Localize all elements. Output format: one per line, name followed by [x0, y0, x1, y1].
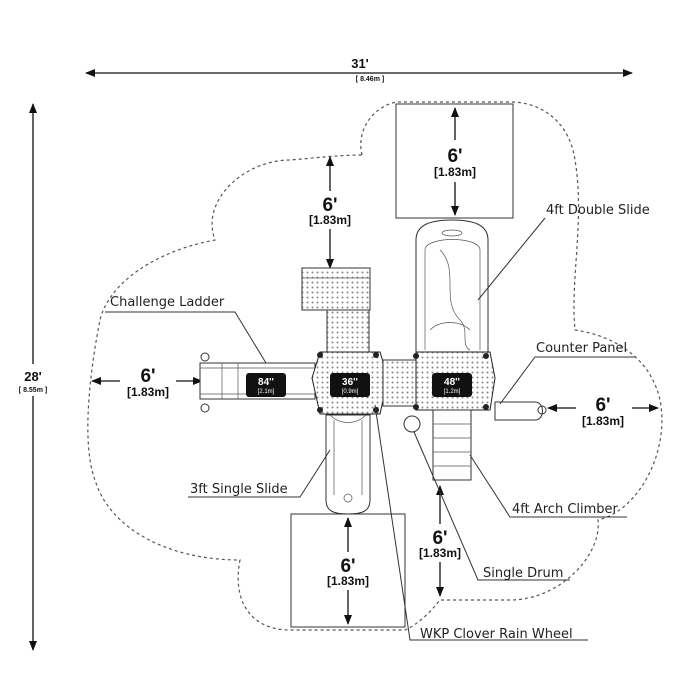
leader-rain-wheel	[374, 404, 588, 641]
svg-text:48'': 48''	[444, 377, 460, 388]
overall-depth-ft: 28'	[24, 369, 42, 384]
deck-badge-36: 36'' [0.9m]	[330, 373, 370, 397]
label-rain-wheel: WKP Clover Rain Wheel	[420, 627, 573, 642]
deck-badge-84: 84'' [2.1m]	[246, 373, 286, 397]
leader-arch-climber	[469, 454, 627, 518]
bottom-zone-m: [1.83m]	[327, 574, 369, 588]
label-single-slide: 3ft Single Slide	[190, 482, 288, 497]
challenge-ladder-structure	[301, 267, 371, 356]
label-counter-panel: Counter Panel	[536, 341, 627, 356]
svg-text:36'': 36''	[342, 377, 358, 388]
top-clearance-ft: 6'	[322, 195, 337, 216]
leader-counter-panel	[499, 356, 635, 405]
double-slide	[415, 219, 489, 356]
right-clearance-ft: 6'	[595, 395, 610, 416]
arch-climber	[432, 409, 472, 481]
svg-text:[0.9m]: [0.9m]	[342, 389, 359, 395]
counter-panel	[494, 401, 547, 421]
svg-text:[2.1m]: [2.1m]	[258, 389, 275, 395]
leader-single-slide	[188, 449, 331, 498]
top-clearance-m: [1.83m]	[309, 213, 351, 227]
label-challenge-ladder: Challenge Ladder	[110, 295, 225, 310]
label-arch-climber: 4ft Arch Climber	[512, 502, 619, 517]
overall-width-m: [ 8.46m ]	[356, 76, 384, 83]
single-slide	[325, 414, 371, 515]
bottom-right-clearance-m: [1.83m]	[419, 546, 461, 560]
top-zone-m: [1.83m]	[434, 165, 476, 179]
overall-depth-m: [ 8.55m ]	[19, 387, 47, 394]
overall-width-ft: 31'	[351, 56, 369, 71]
single-drum	[403, 415, 421, 433]
label-double-slide: 4ft Double Slide	[546, 203, 650, 218]
top-slide-clearance-zone	[395, 103, 514, 219]
deck-badge-48: 48'' [1.2m]	[432, 373, 472, 397]
leader-single-drum	[413, 431, 570, 581]
svg-text:[1.2m]: [1.2m]	[444, 389, 461, 395]
leader-challenge-ladder	[105, 311, 267, 364]
safety-zone-outline	[87, 101, 663, 631]
label-single-drum: Single Drum	[483, 566, 563, 581]
top-zone-ft: 6'	[447, 146, 462, 167]
right-clearance-m: [1.83m]	[582, 414, 624, 428]
bottom-right-clearance-ft: 6'	[432, 528, 447, 549]
svg-text:84'': 84''	[258, 377, 274, 388]
leader-double-slide	[477, 217, 546, 301]
left-clearance-m: [1.83m]	[127, 385, 169, 399]
bottom-zone-ft: 6'	[340, 556, 355, 577]
left-clearance-ft: 6'	[140, 366, 155, 387]
